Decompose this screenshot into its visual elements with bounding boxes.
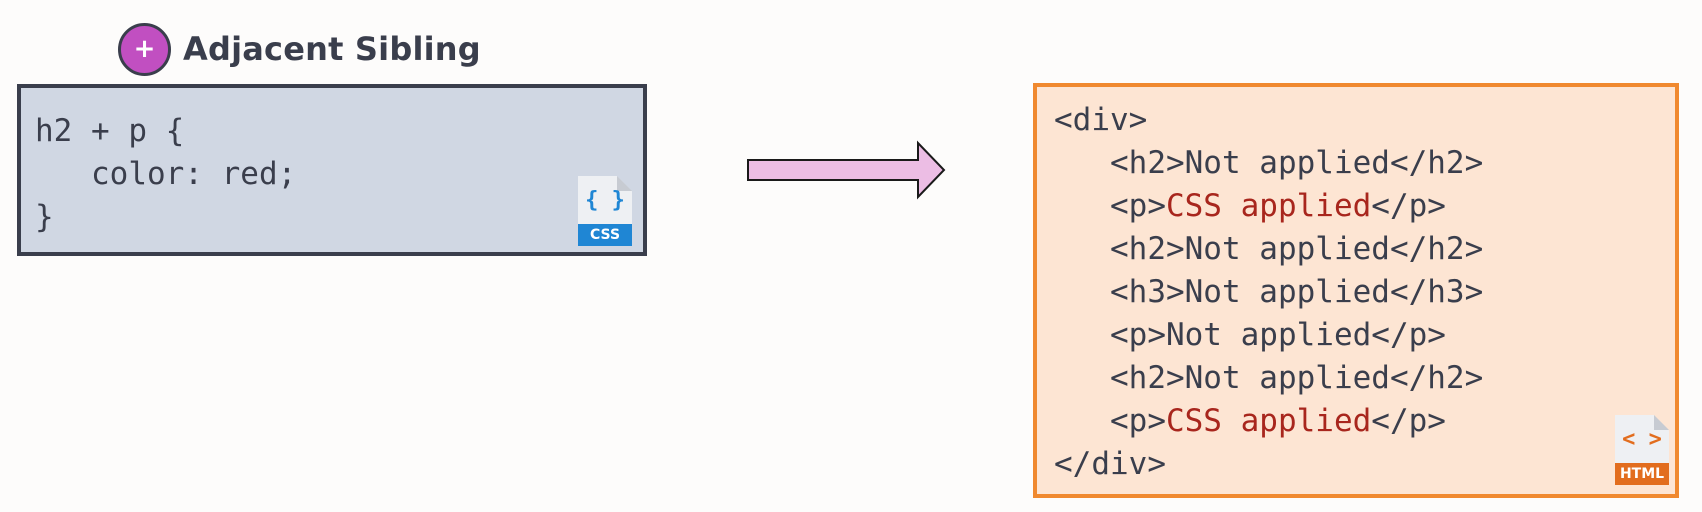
html-code-panel: <div> <h2>Not applied</h2> <p>CSS applie… [1033, 83, 1679, 498]
html-line: <h3>Not applied</h3> [1054, 274, 1484, 310]
css-code-panel: h2 + p { color: red;} [17, 84, 647, 256]
html-line: <h2>Not applied</h2> [1054, 231, 1484, 267]
applied-text: CSS applied [1165, 403, 1372, 439]
angle-brackets-icon: < > [1622, 427, 1662, 452]
html-line: <p>Not applied</p> [1054, 317, 1446, 353]
html-line-applied: <p>CSS applied</p> [1054, 403, 1446, 439]
css-line: color: red; [35, 156, 297, 192]
html-line: </div> [1054, 446, 1166, 482]
css-file-label: CSS [578, 224, 632, 246]
html-code: <div> <h2>Not applied</h2> <p>CSS applie… [1054, 99, 1483, 486]
html-line: <h2>Not applied</h2> [1054, 145, 1484, 181]
section-header: + Adjacent Sibling [118, 21, 481, 77]
right-arrow-icon [747, 140, 946, 200]
applied-text: CSS applied [1165, 188, 1372, 224]
html-line-applied: <p>CSS applied</p> [1054, 188, 1446, 224]
curly-braces-icon: { } [585, 188, 625, 213]
css-line: h2 + p { [35, 113, 185, 149]
plus-icon: + [118, 22, 171, 76]
section-title: Adjacent Sibling [183, 30, 481, 68]
css-code: h2 + p { color: red;} [35, 110, 296, 239]
html-file-label: HTML [1615, 463, 1669, 485]
html-line: <h2>Not applied</h2> [1054, 360, 1484, 396]
html-file-icon: < > HTML [1615, 415, 1669, 485]
css-line: } [35, 199, 54, 235]
css-file-icon: { } CSS [578, 176, 632, 246]
html-line: <div> [1054, 102, 1148, 138]
